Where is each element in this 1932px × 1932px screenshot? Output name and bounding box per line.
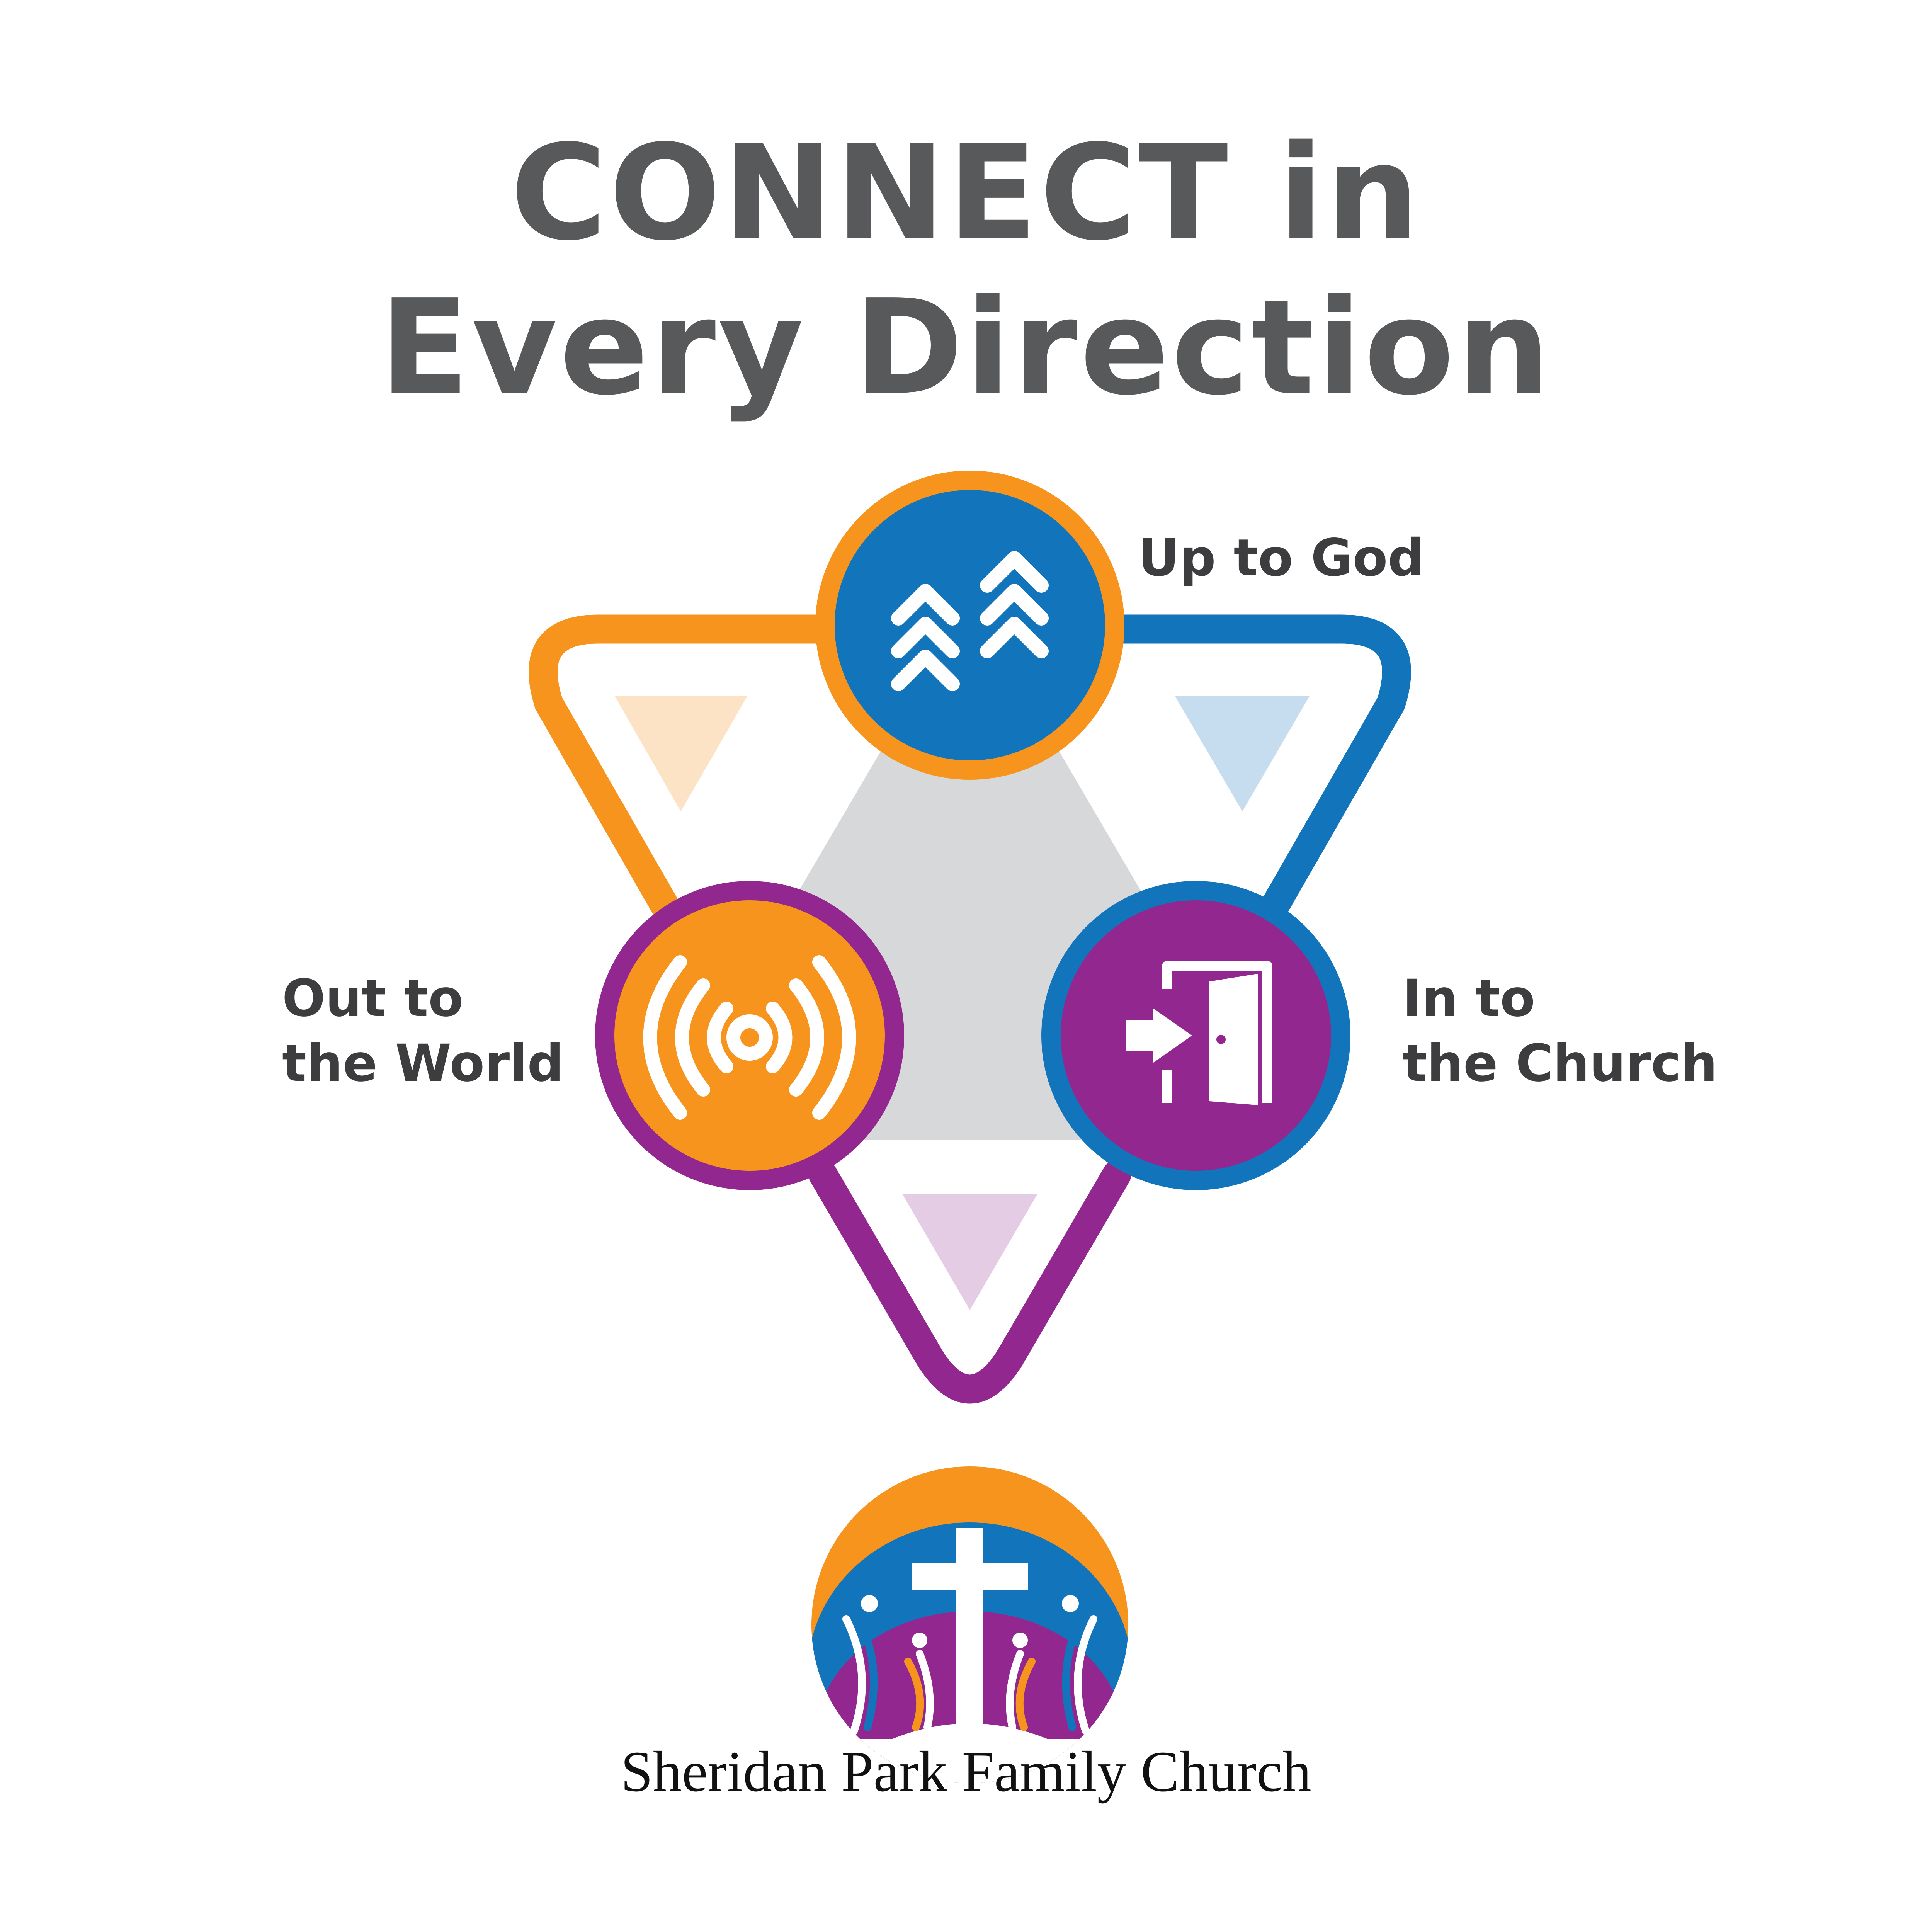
label-up-to-god: Up to God [1138,526,1424,590]
edge-orange [529,614,845,954]
accent-triangle-purple [902,1194,1037,1310]
label-up-line-1: Up to God [1138,528,1424,588]
label-out-line-1: Out to [282,969,464,1028]
accent-triangle-orange [614,696,748,811]
label-in-line-2: the Church [1403,1034,1718,1093]
label-in-to-the-church: In to the Church [1403,966,1718,1096]
label-in-line-1: In to [1403,969,1535,1028]
church-name: Sheridan Park Family Church [621,1740,1311,1804]
out-to-the-world-node [595,881,904,1190]
in-to-the-church-node [1041,881,1350,1190]
title-line-1: CONNECT in [510,117,1422,270]
accent-triangle-blue [1175,696,1310,811]
edge-purple [808,1160,1131,1404]
up-to-god-node [815,471,1124,780]
label-out-line-2: the World [282,1034,564,1093]
title-line-2: Every Direction [379,271,1553,424]
label-out-to-the-world: Out to the World [282,966,564,1096]
church-cross-logo-icon [811,1466,1128,1783]
edge-blue [1094,614,1411,954]
double-chevron-up-icon [891,551,1049,691]
door-enter-icon [1126,961,1272,1105]
broadcast-signal-icon [643,955,856,1120]
